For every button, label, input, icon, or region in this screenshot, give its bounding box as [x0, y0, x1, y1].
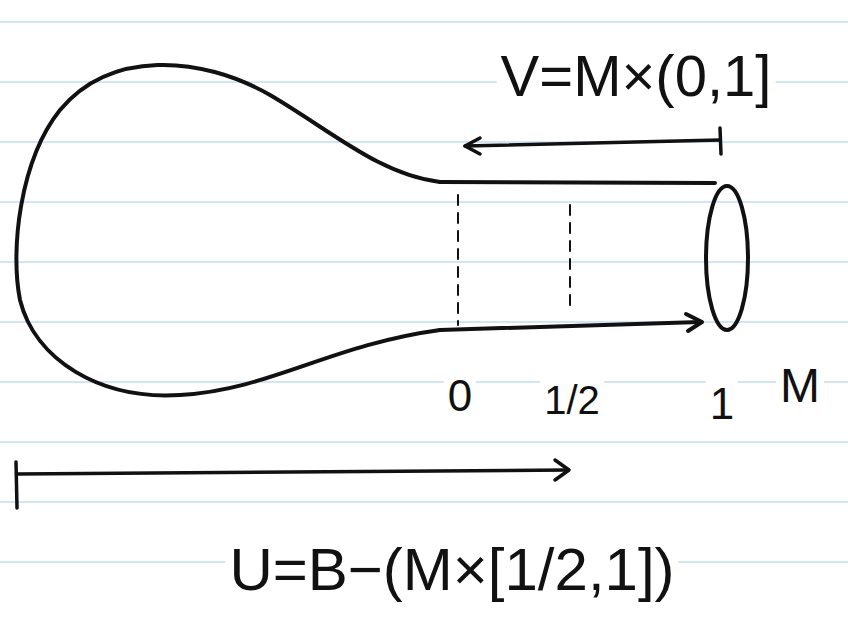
boundary-end — [706, 186, 748, 330]
manifold-outline — [16, 65, 440, 396]
coordinate-label: 1/2 — [540, 378, 604, 422]
coordinate-label: 0 — [444, 372, 476, 420]
arrow-head — [686, 314, 702, 331]
arrow-head — [465, 138, 480, 154]
ruled-line — [0, 441, 848, 443]
set-definition: V=M×(0,1] — [497, 45, 776, 107]
ruled-line — [0, 201, 848, 203]
slice-half — [569, 205, 571, 312]
bracket-tick — [720, 128, 721, 154]
ruled-line — [0, 21, 848, 23]
set-definition: U=B−(M×[1/2,1]) — [225, 538, 678, 602]
ruled-line — [0, 321, 848, 323]
arrow-head — [555, 460, 569, 480]
bracket-tick — [16, 462, 17, 508]
ruled-line — [0, 261, 848, 263]
ruled-lines — [0, 22, 848, 562]
u-bracket — [17, 470, 568, 474]
collar-bottom — [440, 322, 700, 330]
ruled-line — [0, 501, 848, 503]
collar-top — [440, 182, 715, 183]
coordinate-label: 1 — [706, 380, 738, 428]
slice-0 — [457, 195, 459, 325]
manifold-label: M — [776, 360, 824, 412]
v-bracket — [465, 140, 720, 146]
